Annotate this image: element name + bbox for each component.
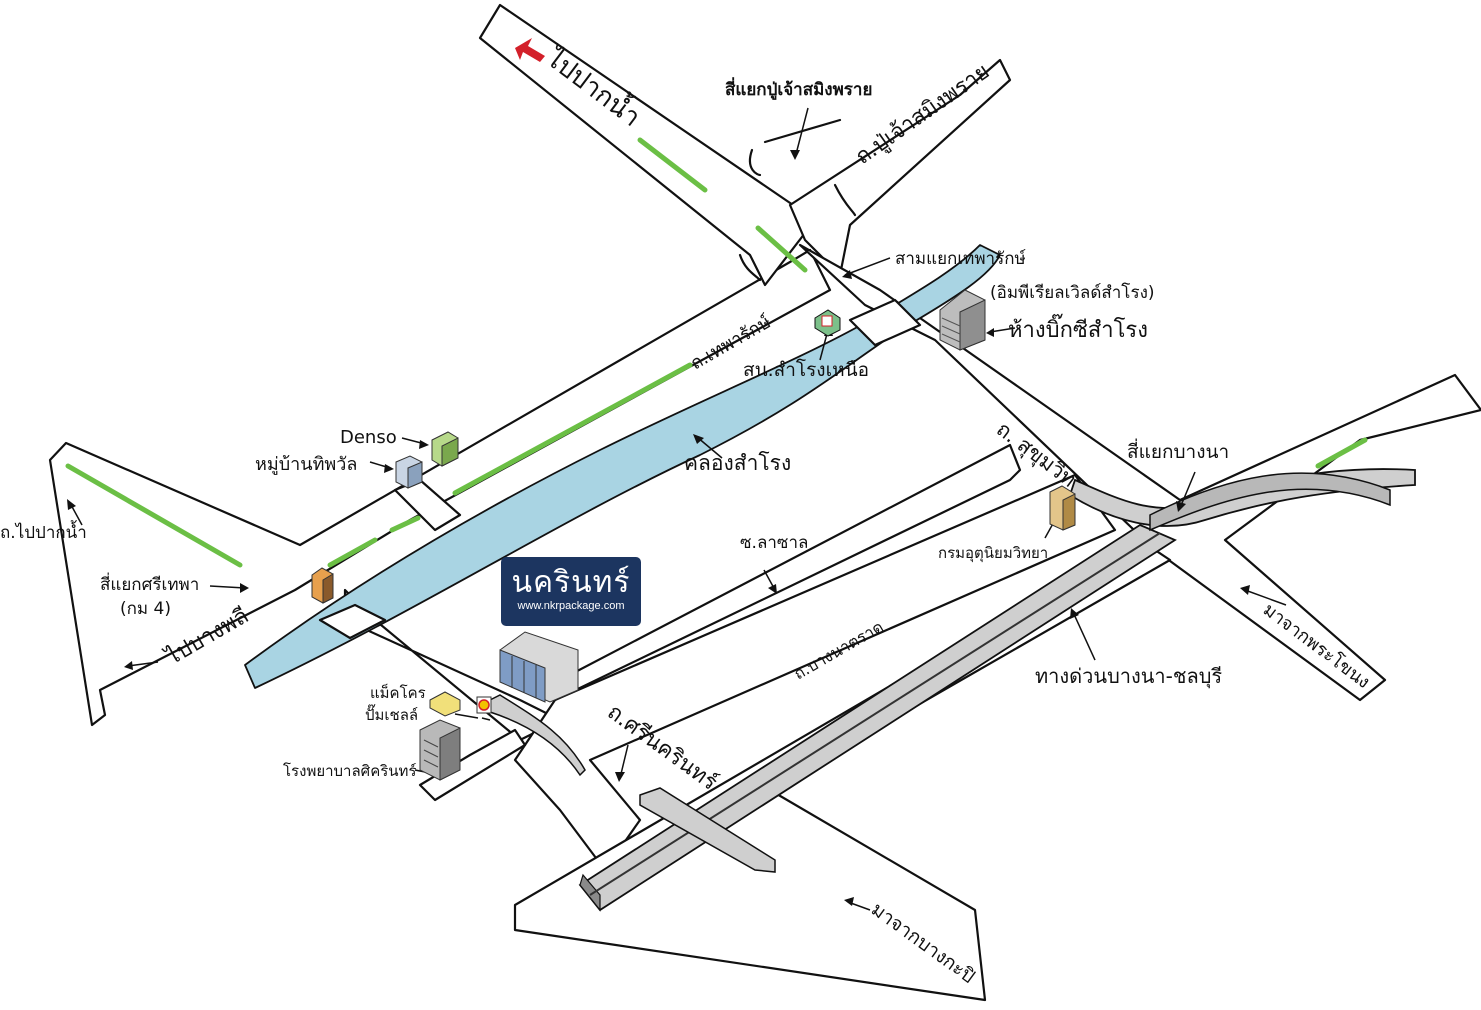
puchao-road (788, 58, 1012, 277)
label-hospital-sikarin: โรงพยาบาลศิครินทร์ (283, 762, 416, 780)
brand-url: www.nkrpackage.com (517, 600, 625, 612)
median-3 (755, 225, 808, 273)
thipawan-building-icon (395, 455, 423, 489)
factory-building-icon (499, 631, 579, 703)
median-2 (637, 137, 708, 193)
label-dept-meteorology: กรมอุตุนิยมวิทยา (938, 544, 1048, 563)
label-village-thipawan: หมู่บ้านทิพวัล (255, 454, 357, 475)
denso-building-icon (431, 431, 459, 467)
expressway (489, 468, 1416, 912)
label-junction-bangna: สี่แยกบางนา (1127, 438, 1229, 463)
label-junction-puchao: สี่แยกปู่เจ้าสมิงพราย (725, 77, 872, 101)
hospital-building-icon (419, 719, 461, 781)
bridge-sukhumvit (848, 298, 922, 347)
label-imperial-world: (อิมพีเรียลเวิลด์สำโรง) (990, 282, 1155, 303)
label-km4: (กม 4) (120, 599, 171, 619)
label-junction-srithepha: สี่แยกศรีเทพา (100, 572, 199, 595)
canal-samrong (244, 244, 1001, 689)
label-junction-theparak: สามแยกเทพารักษ์ (895, 249, 1026, 269)
label-road-to-paknam-left: ถ.ไปปากน้ำ (0, 520, 87, 543)
sukhumvit-road (798, 243, 1481, 702)
median-7 (1315, 437, 1368, 469)
median-1 (65, 463, 243, 568)
curb-3 (738, 253, 762, 282)
curb-2 (833, 183, 857, 217)
label-shell-pump: ปั๊มเชลล์ (365, 704, 418, 724)
bigc-building-icon (939, 289, 986, 351)
label-makro: แม็คโคร (370, 683, 426, 702)
bridge-srinakarin (318, 603, 387, 640)
brand-name: นครินทร์ (511, 565, 631, 600)
corner-building-icon (311, 567, 334, 604)
makro-building-icon (429, 691, 461, 717)
label-expressway: ทางด่วนบางนา-ชลบุรี (1035, 664, 1222, 689)
meteorology-building-icon (1049, 485, 1076, 531)
label-canal-samrong: คลองสำโรง (684, 451, 791, 475)
brand-logo: นครินทร์ www.nkrpackage.com (501, 557, 641, 626)
leader-lines (67, 107, 1287, 911)
label-denso: Denso (340, 427, 397, 448)
median-4 (452, 362, 693, 496)
curb-1 (748, 148, 762, 177)
median-6 (389, 515, 421, 533)
shell-icon (476, 696, 492, 714)
label-police-samrong: สน.สำโรงเหนือ (743, 358, 869, 381)
median-5 (327, 537, 378, 568)
red-direction-arrow-icon (515, 38, 545, 62)
label-from-phrakhanong: มาจากพระโขนง (1259, 598, 1374, 692)
police-station-icon (814, 309, 841, 337)
lower-left-road (418, 728, 527, 802)
label-bigc-samrong: ห้างบิ๊กซีสำโรง (1008, 313, 1148, 343)
label-soi-lasal: ซ.ลาซาล (740, 533, 808, 553)
